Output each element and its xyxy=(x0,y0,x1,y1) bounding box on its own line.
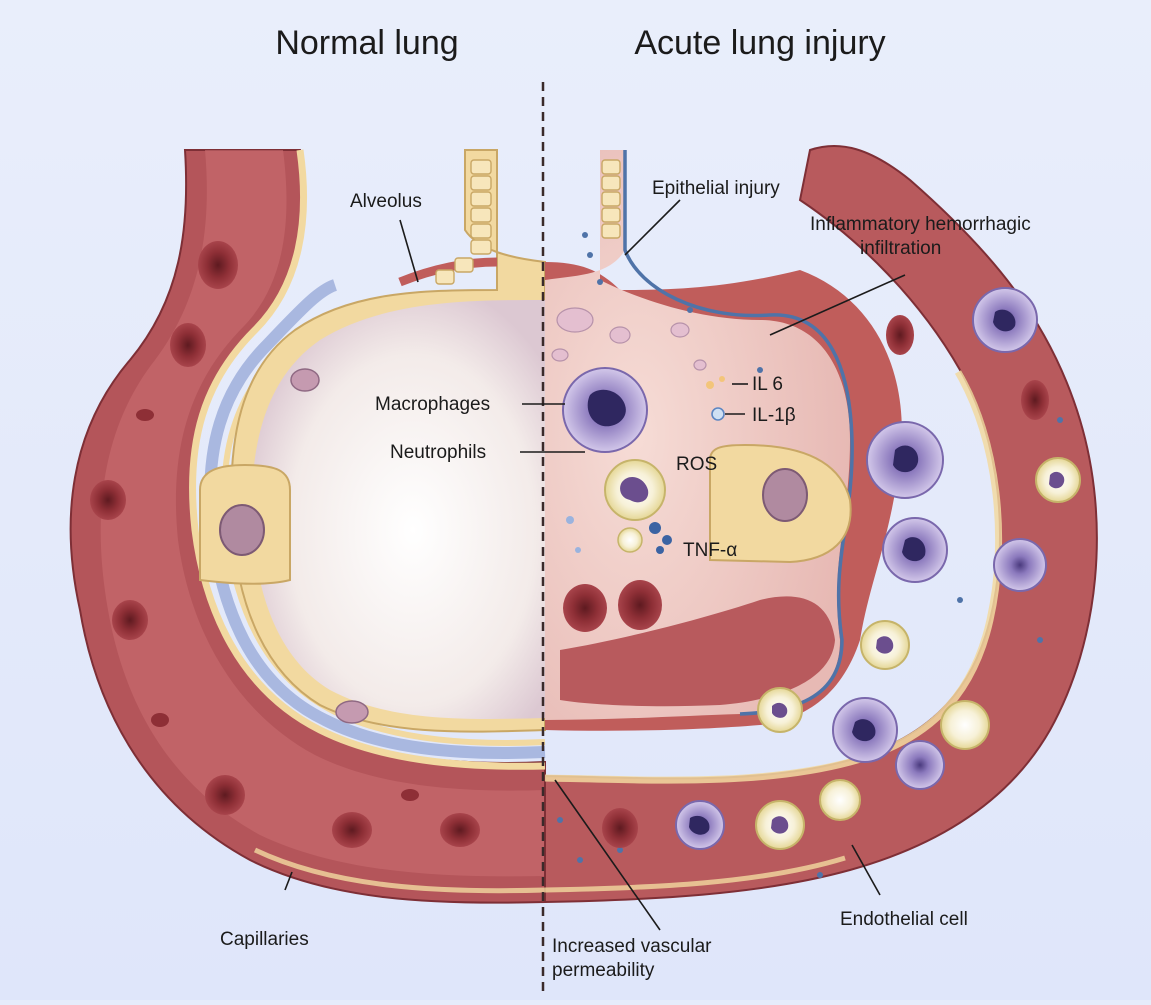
label-il6: IL 6 xyxy=(752,374,783,395)
label-neutrophils: Neutrophils xyxy=(390,442,486,463)
label-vascular-line2: permeability xyxy=(552,960,655,981)
label-endothelial-cell: Endothelial cell xyxy=(840,909,968,930)
label-il1b: IL-1β xyxy=(752,405,796,426)
title-normal-lung: Normal lung xyxy=(275,24,458,62)
label-inflammatory-line1: Inflammatory hemorrhagic xyxy=(810,214,1031,235)
injured-duct-cells xyxy=(602,160,620,238)
label-ros: ROS xyxy=(676,454,717,475)
label-epithelial-injury: Epithelial injury xyxy=(652,178,780,199)
label-alveolus: Alveolus xyxy=(350,191,422,212)
label-vascular-line1: Increased vascular xyxy=(552,936,712,957)
title-acute-lung-injury: Acute lung injury xyxy=(634,24,885,62)
label-capillaries: Capillaries xyxy=(220,929,309,950)
label-tnfa: TNF-α xyxy=(683,540,737,561)
label-macrophages: Macrophages xyxy=(375,394,490,415)
label-inflammatory-line2: infiltration xyxy=(860,238,941,259)
